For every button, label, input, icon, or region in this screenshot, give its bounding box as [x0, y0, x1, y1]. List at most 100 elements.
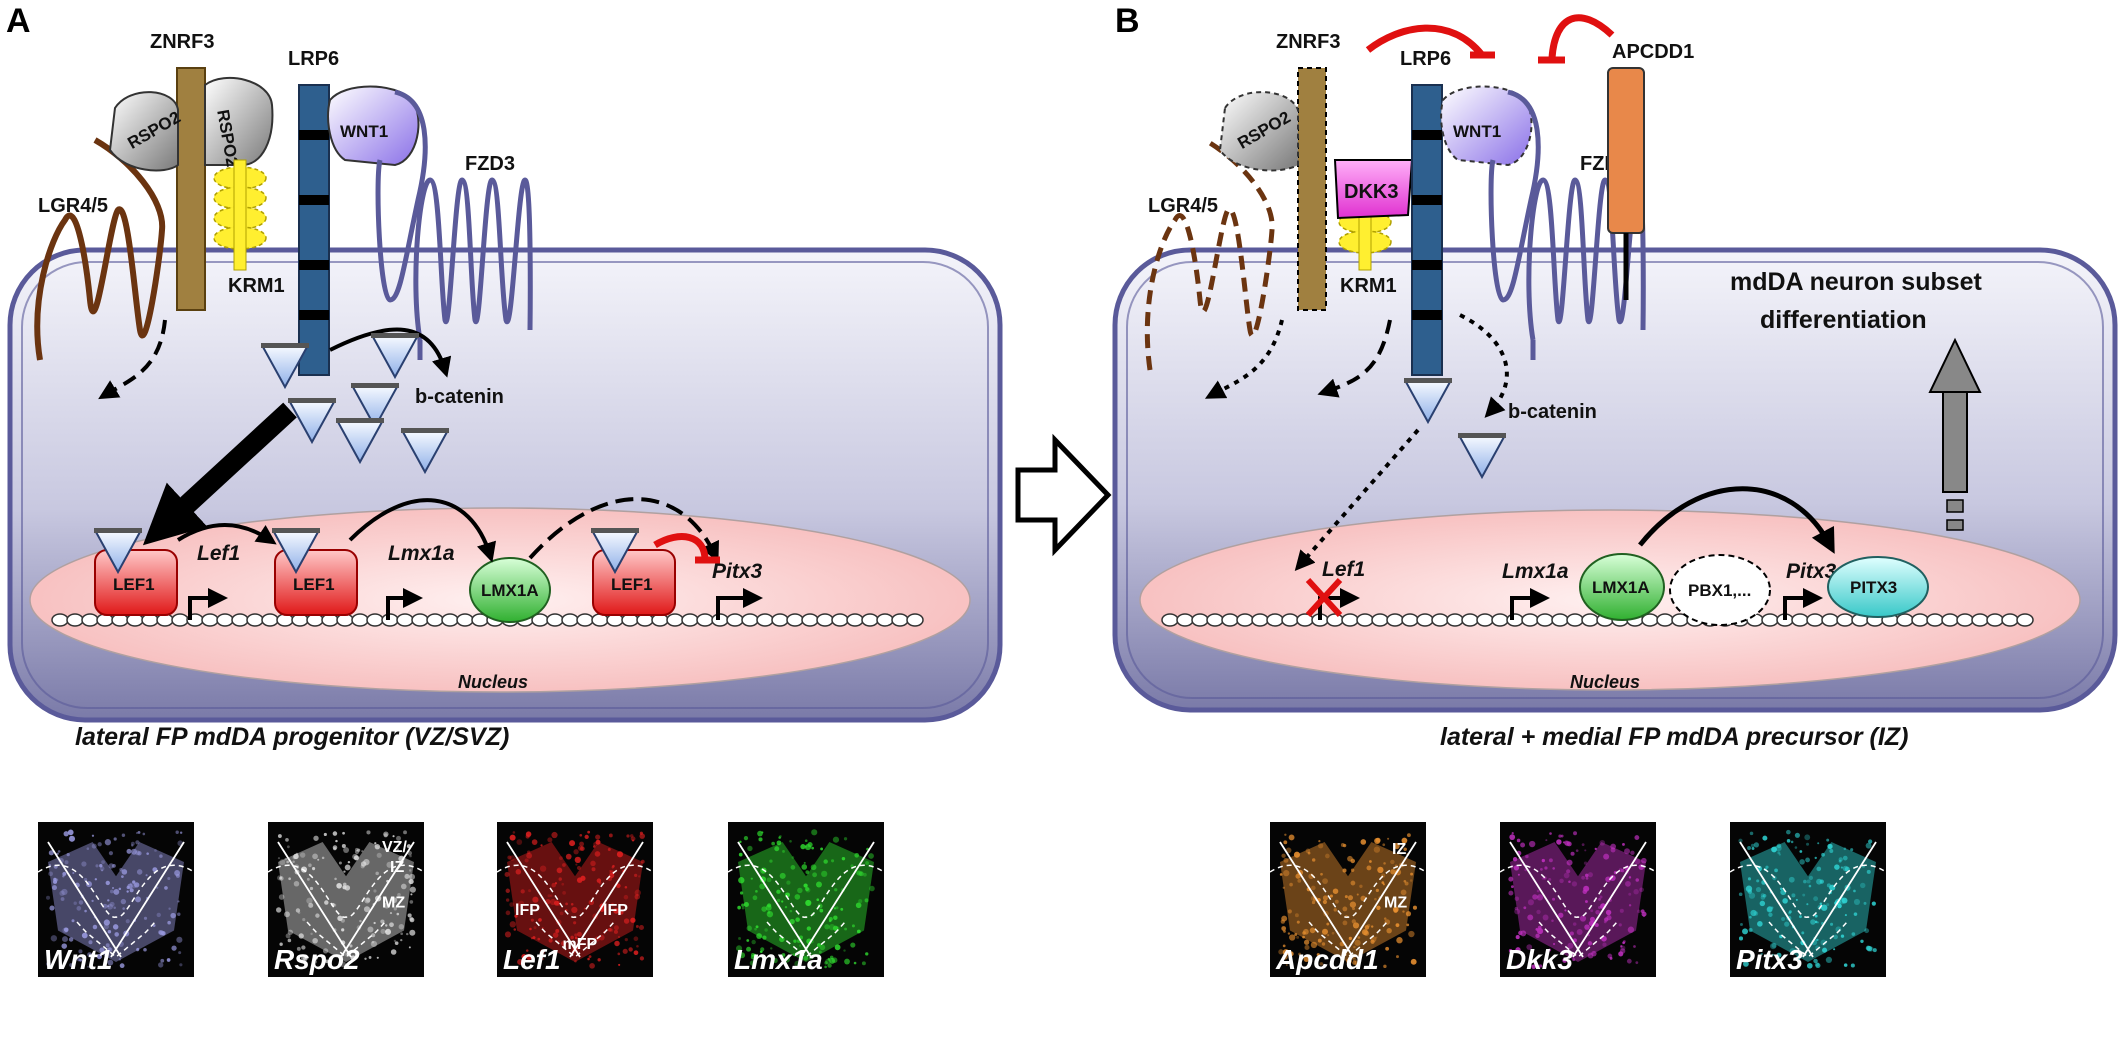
micrograph-speckle — [1806, 842, 1810, 846]
micrograph-speckle — [1402, 910, 1405, 913]
micrograph-speckle — [1309, 927, 1316, 934]
micrograph-speckle — [367, 926, 374, 933]
micrograph-speckle — [812, 872, 818, 878]
micrograph-speckle — [107, 947, 113, 953]
panel-b-pbx1-protein-label: PBX1,... — [1688, 581, 1751, 600]
micrograph-speckle — [819, 944, 826, 951]
micrograph-speckle — [854, 852, 860, 858]
micrograph-speckle — [1347, 895, 1354, 901]
micrograph-speckle — [540, 844, 543, 847]
micrograph-speckle — [287, 938, 292, 943]
micrograph-speckle — [1868, 839, 1873, 844]
micrograph-speckle — [817, 943, 821, 947]
micrograph-speckle — [400, 932, 403, 936]
micrograph-speckle — [1594, 923, 1599, 928]
micrograph-speckle — [626, 834, 630, 838]
micrograph-speckle — [1360, 839, 1367, 845]
micrograph-speckle — [587, 957, 590, 961]
panel-a-bcatenin-label: b-catenin — [415, 386, 504, 408]
micrograph-speckle — [154, 849, 157, 852]
dna-bead — [1221, 613, 1239, 627]
micrograph-speckle — [628, 947, 633, 952]
panel-a-gene-lef1: Lef1 — [197, 542, 240, 565]
micrograph-speckle — [1278, 949, 1284, 955]
micrograph-speckle — [309, 886, 314, 891]
micrograph-speckle — [91, 899, 94, 903]
micrograph-boundary — [267, 864, 425, 958]
micrograph-speckle — [630, 834, 634, 838]
micrograph-speckle — [99, 864, 103, 868]
micrograph-speckle — [805, 899, 812, 907]
micrograph-speckle — [1513, 865, 1520, 871]
dna-bead — [1491, 613, 1509, 627]
micrograph-speckle — [1545, 839, 1548, 842]
panel-b-lgr-label: LGR4/5 — [1148, 195, 1218, 217]
micrograph-speckle — [571, 906, 578, 914]
micrograph-speckle — [739, 891, 744, 895]
micrograph-speckle — [1377, 866, 1384, 874]
micrograph-speckle — [143, 916, 148, 920]
micrograph-speckle — [1829, 849, 1834, 853]
micrograph-speckle — [835, 906, 839, 910]
micrograph-speckle — [1788, 876, 1795, 883]
micrograph-speckle — [1788, 910, 1792, 914]
micrograph-speckle — [594, 851, 601, 857]
micrograph-speckle — [1312, 858, 1316, 862]
micrograph-speckle — [1289, 882, 1293, 887]
micrograph-speckle — [1624, 848, 1631, 855]
panel-b-wnt1-label: WNT1 — [1453, 122, 1501, 141]
micrograph-speckle — [1827, 843, 1833, 850]
micrograph-speckle — [1538, 964, 1543, 968]
dna-bead — [726, 613, 744, 627]
micrograph-speckle — [576, 865, 582, 871]
micrograph-speckle — [611, 866, 614, 869]
micrograph-gene-label: Dkk3 — [1506, 944, 1573, 975]
micrograph-speckle — [747, 845, 753, 852]
micrograph-speckle — [1564, 909, 1567, 912]
micrograph-speckle — [277, 857, 281, 860]
micrograph-speckle — [1755, 886, 1762, 893]
micrograph-speckle — [408, 878, 414, 885]
micrograph-boundary — [727, 864, 885, 958]
dna-bead — [66, 613, 84, 627]
micrograph-speckle — [1356, 893, 1359, 896]
micrograph-speckle — [121, 875, 124, 878]
micrograph-speckle — [1635, 961, 1639, 965]
micrograph-speckle — [410, 893, 413, 896]
micrograph-speckle — [1810, 919, 1816, 925]
micrograph-speckle — [577, 931, 582, 937]
micrograph-boundary — [496, 864, 654, 958]
micrograph-speckle — [803, 883, 808, 888]
micrograph-speckle — [131, 848, 138, 855]
micrograph-speckle — [137, 851, 142, 856]
micrograph-speckle — [1814, 920, 1818, 924]
micrograph-speckle — [119, 963, 125, 969]
dna-bead — [1266, 613, 1284, 627]
micrograph-speckle — [514, 914, 518, 918]
micrograph-speckle — [1771, 846, 1777, 853]
micrograph-speckle — [595, 839, 601, 845]
micrograph-speckle — [1340, 843, 1345, 847]
micrograph-speckle — [383, 831, 389, 837]
micrograph-speckle — [513, 928, 517, 931]
micrograph-speckle — [853, 961, 857, 965]
micrograph-speckle — [1282, 954, 1288, 960]
dna-bead — [1941, 613, 1959, 627]
micrograph-speckle — [396, 912, 400, 916]
dna-bead — [816, 613, 834, 627]
micrograph-speckle — [286, 845, 290, 849]
micrograph-speckle — [66, 852, 70, 857]
micrograph-speckle — [1511, 831, 1514, 835]
dna-bead — [246, 613, 264, 627]
micrograph-speckle — [750, 952, 755, 957]
panel-a-lmx1a-promoter — [386, 588, 423, 620]
micrograph-speckle — [129, 888, 134, 893]
micrograph-speckle — [121, 869, 128, 875]
panel-b-outcome-arrow — [1928, 337, 1982, 531]
micrograph-speckle — [1382, 843, 1386, 847]
dna-bead — [441, 613, 459, 627]
micrograph-speckle — [525, 831, 532, 837]
micrograph-speckle — [1551, 919, 1554, 923]
micrograph-speckle — [1331, 931, 1335, 935]
panel-b: B Nucleus LGR4/5 ZNRF3 RSPO2 KRM1 DKK3 — [1112, 2, 2118, 751]
